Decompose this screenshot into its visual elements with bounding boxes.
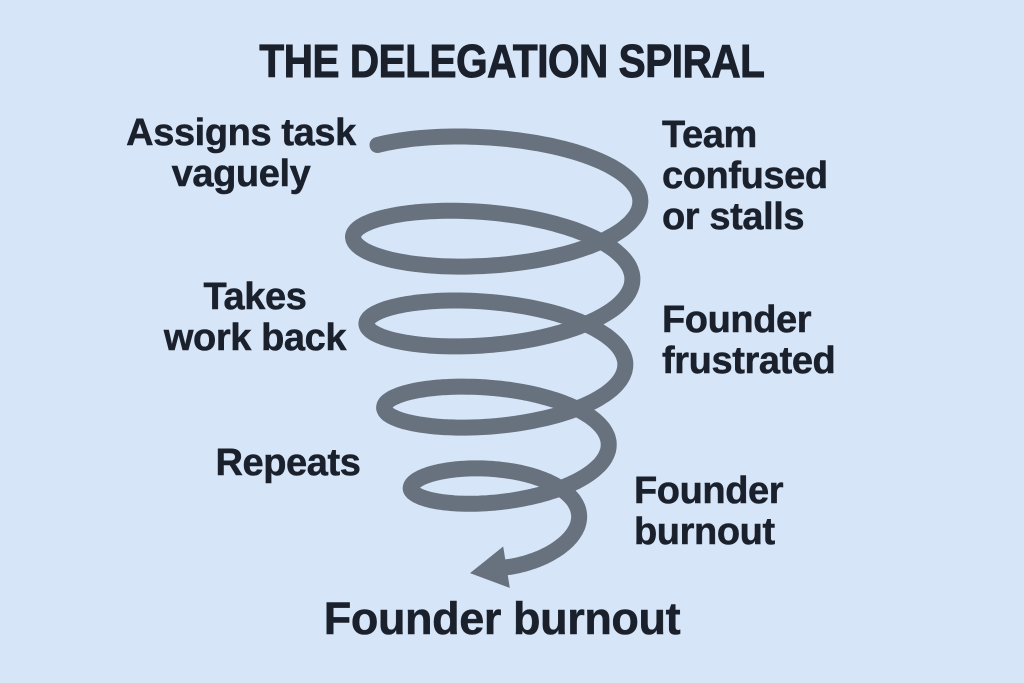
label-line: Founder — [662, 299, 812, 341]
label-line: Takes — [203, 276, 307, 318]
label-founder-burnout-right: Founder burnout — [634, 470, 784, 553]
label-line: confused — [662, 155, 829, 197]
label-line: vaguely — [171, 153, 311, 195]
label-line: Team — [662, 114, 758, 156]
diagram-title-text: THE DELEGATION SPIRAL — [259, 35, 765, 88]
label-line: work back — [163, 317, 347, 359]
label-repeats: Repeats — [143, 442, 433, 484]
diagram-title: THE DELEGATION SPIRAL — [0, 34, 1024, 88]
label-line: frustrated — [662, 340, 836, 382]
label-assigns-task-vaguely: Assigns task vaguely — [86, 112, 396, 195]
label-founder-burnout-bottom: Founder burnout — [323, 593, 681, 644]
label-line: Founder — [634, 470, 784, 512]
label-line: burnout — [634, 511, 776, 553]
spiral-path — [345, 128, 649, 576]
label-line: Repeats — [215, 442, 361, 484]
label-line: Assigns task — [126, 112, 357, 154]
label-line: or stalls — [662, 196, 805, 238]
label-founder-frustrated: Founder frustrated — [662, 299, 836, 382]
arrow-head-icon — [470, 546, 510, 588]
label-team-confused-or-stalls: Team confused or stalls — [662, 114, 829, 238]
label-takes-work-back: Takes work back — [105, 276, 405, 359]
